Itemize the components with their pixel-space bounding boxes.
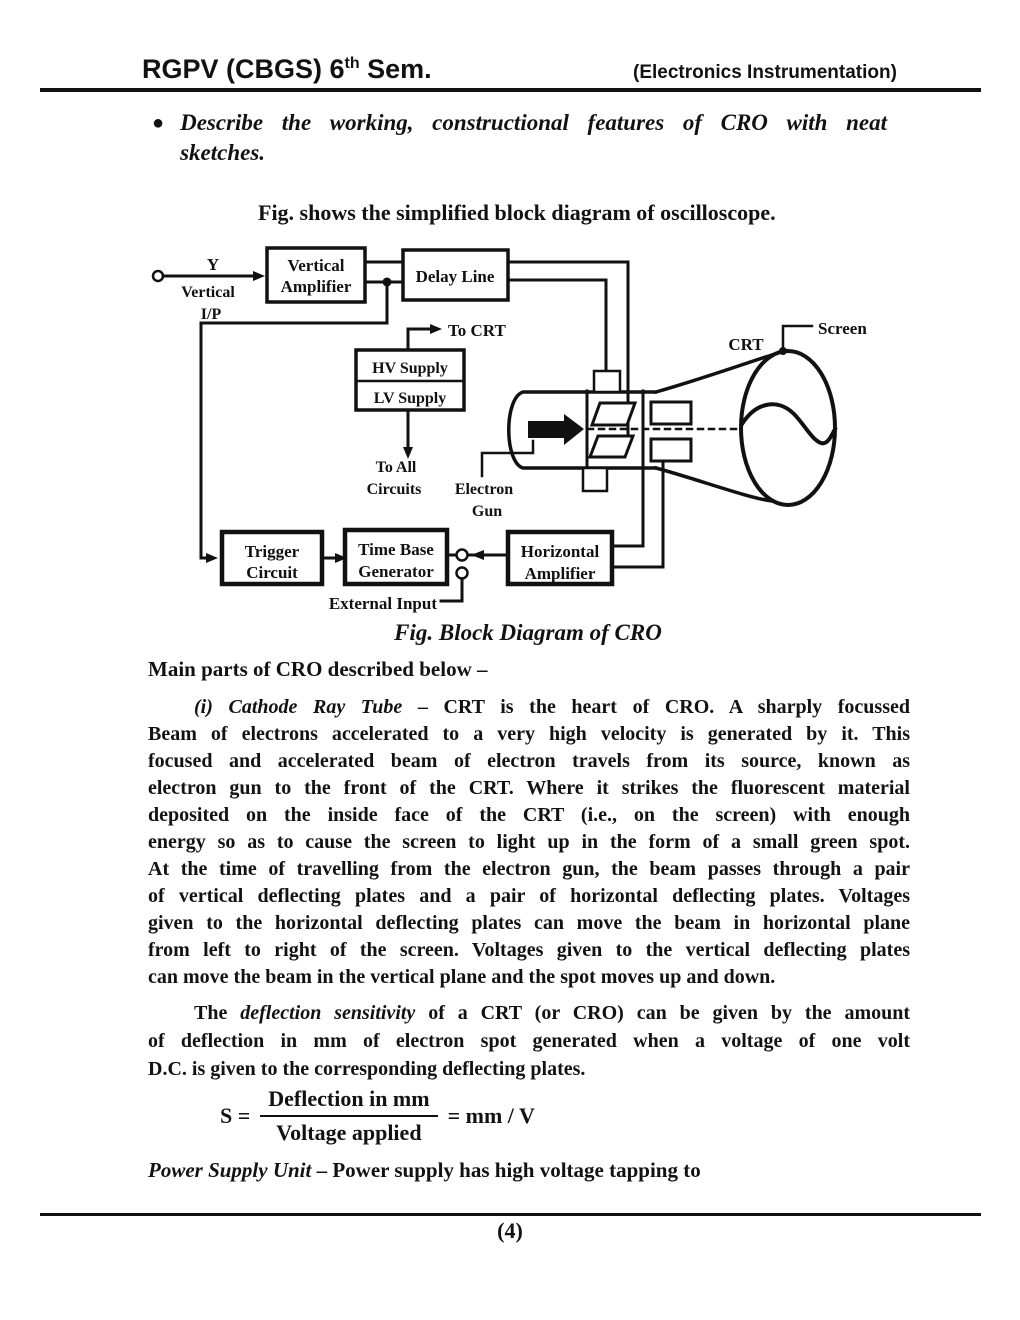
time-base-label-2: Generator [358, 562, 434, 581]
para2-line1-rest: of a CRT (or CRO) can be given by the am… [415, 1002, 911, 1024]
para2-line-2: of deflection in mm of electron spot gen… [148, 1030, 910, 1052]
para2-pre: The [194, 1002, 241, 1024]
para1-line-6: energy so as to cause the screen to ligh… [148, 831, 910, 853]
delay-line-output-top [506, 260, 630, 435]
screen-waveform [739, 402, 838, 446]
para1-line-9: given to the horizontal deflecting plate… [148, 912, 910, 934]
screen-pointer [779, 324, 814, 355]
question-text: Describe the working, constructional fea… [180, 108, 887, 168]
external-input-node [455, 566, 469, 580]
vertical-amplifier-block [265, 246, 367, 304]
horizontal-amplifier-block [505, 529, 615, 587]
plate-lead-top [592, 369, 622, 394]
paragraph-deflection-sensitivity: The deflection sensitivity of a CRT (or … [148, 999, 910, 1083]
para1-line-4: electron gun to the front of the CRT. Wh… [148, 777, 910, 799]
vertical-plate-top [589, 401, 638, 427]
horizontal-plate-bottom [649, 437, 693, 463]
para1-line-8: of vertical deflecting plates and a pair… [148, 885, 910, 907]
para2-line-1: The deflection sensitivity of a CRT (or … [148, 999, 910, 1027]
header-rule [40, 88, 981, 92]
formula-fraction: Deflection in mm Voltage applied [260, 1086, 438, 1146]
vertical-plate-bottom [587, 434, 636, 459]
header-superscript: th [344, 55, 360, 72]
timebase-ha-node [439, 548, 510, 603]
to-crt-wire [406, 324, 442, 352]
hv-supply-label: HV Supply [372, 360, 448, 377]
trigger-label-2: Circuit [246, 563, 298, 582]
deflection-sensitivity-formula: S = Deflection in mm Voltage applied = m… [220, 1086, 535, 1146]
ha-output-wire-2 [610, 459, 665, 569]
header-course-main: RGPV (CBGS) 6 [142, 54, 345, 84]
trigger-pickoff-wire [199, 280, 389, 563]
power-supply-block [354, 348, 466, 412]
question-line-2: sketches. [180, 140, 266, 165]
lv-supply-label: LV Supply [374, 390, 447, 407]
vertical-input-terminal [151, 269, 265, 283]
delay-line-block [401, 248, 510, 302]
formula-numerator: Deflection in mm [268, 1086, 430, 1111]
delay-line-label: Delay Line [416, 267, 495, 286]
para1-line-10: from left to right of the screen. Voltag… [148, 939, 910, 961]
crt-label: CRT [728, 335, 764, 354]
to-crt-label: To CRT [448, 321, 506, 340]
input-vertical-label: Vertical [181, 284, 235, 301]
para1-line-11: can move the beam in the vertical plane … [148, 966, 776, 988]
trigger-to-timebase-wire [320, 553, 347, 563]
header-course-title: RGPV (CBGS) 6th Sem. [142, 54, 432, 85]
para1-line-2: Beam of electrons accelerated to a very … [148, 723, 910, 745]
paragraph-power-supply: Power Supply Unit – Power supply has hig… [148, 1158, 910, 1183]
question-line-1: Describe the working, constructional fea… [180, 110, 887, 135]
vertical-amplifier-label-2: Amplifier [281, 277, 352, 296]
para1-line-1: (i) Cathode Ray Tube – CRT is the heart … [148, 694, 910, 721]
time-base-generator-block [342, 527, 450, 587]
external-input-label: External Input [329, 594, 437, 613]
crt-tube [507, 349, 838, 507]
header-subject: (Electronics Instrumentation) [633, 62, 897, 83]
formula-denominator: Voltage applied [260, 1115, 438, 1146]
vertical-amplifier-label-1: Vertical [288, 256, 345, 275]
electron-gun-shape [528, 414, 584, 445]
question-block: ● Describe the working, constructional f… [152, 108, 887, 168]
para1-line-7: At the time of travelling from the elect… [148, 858, 910, 880]
formula-rhs: = mm / V [447, 1103, 535, 1128]
external-input-wire [439, 577, 464, 603]
figure-caption: Fig. Block Diagram of CRO [394, 620, 662, 645]
to-all-circuits-label-1: To All [376, 459, 417, 476]
plate-lead-bottom [581, 466, 609, 493]
to-all-circuits-wire [403, 408, 413, 459]
ha-output-wire-1 [610, 462, 645, 548]
crt-screen-face [739, 349, 837, 507]
horizontal-amplifier-label-2: Amplifier [525, 564, 596, 583]
electron-gun-pointer [480, 439, 535, 478]
funnel-bottom [653, 465, 774, 503]
main-parts-line: Main parts of CRO described below – [148, 657, 488, 681]
bullet-icon: ● [152, 112, 165, 134]
screen-label: Screen [818, 319, 867, 338]
cro-block-diagram: Y Vertical I/P Vertical Amplifier Delay … [151, 246, 867, 613]
formula-lhs: S = [220, 1103, 251, 1128]
electron-gun-label-2: Gun [472, 503, 502, 520]
power-supply-rest: – Power supply has high voltage tapping … [311, 1158, 701, 1182]
time-base-label-1: Time Base [358, 540, 434, 559]
para1-line-3: focused and accelerated beam of electron… [148, 750, 910, 772]
power-supply-lead: Power Supply Unit [148, 1158, 312, 1182]
horizontal-amplifier-label-1: Horizontal [521, 542, 600, 561]
para1-line1-rest: – CRT is the heart of CRO. A sharply foc… [402, 696, 910, 718]
electron-gun-label-1: Electron [455, 481, 513, 498]
input-y-label: Y [207, 255, 219, 274]
para2-lead: deflection sensitivity [240, 1002, 416, 1024]
trigger-label-1: Trigger [245, 542, 300, 561]
input-ip-label: I/P [201, 306, 222, 323]
figure-intro-sentence: Fig. shows the simplified block diagram … [258, 200, 776, 225]
paragraph-cathode-ray-tube: (i) Cathode Ray Tube – CRT is the heart … [148, 694, 910, 991]
para1-line-5: deposited on the inside face of the CRT … [148, 804, 910, 826]
para1-lead: (i) Cathode Ray Tube [194, 696, 403, 718]
delay-line-output-bottom [506, 278, 608, 374]
para2-line-3: D.C. is given to the corresponding defle… [148, 1058, 586, 1080]
footer-rule [40, 1213, 981, 1216]
page-number: (4) [497, 1218, 523, 1243]
horizontal-plate-top [649, 400, 693, 426]
header-course-tail: Sem. [359, 54, 432, 84]
to-all-circuits-label-2: Circuits [367, 481, 422, 498]
